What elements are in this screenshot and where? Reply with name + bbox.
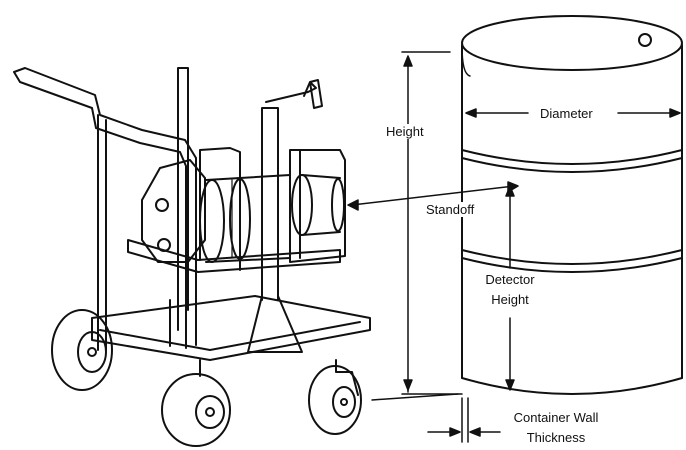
cart-deck xyxy=(91,295,371,361)
cart-support-cone xyxy=(247,295,303,353)
cart-mast xyxy=(177,67,189,331)
height-label: Height xyxy=(384,124,426,139)
detector-endplate xyxy=(141,159,206,263)
bolt-icon xyxy=(157,238,171,252)
cart-wheel-rear xyxy=(51,309,113,391)
standoff-dimension xyxy=(351,185,515,206)
detector-cart xyxy=(13,67,371,447)
cart-rear-frame xyxy=(97,114,107,351)
cart-mid-shelf xyxy=(127,239,341,273)
wall-thickness-label-line2: Thickness xyxy=(526,430,586,445)
wall-thickness-label-line1: Container Wall xyxy=(513,410,599,425)
cart-wheel-front-left xyxy=(161,359,231,447)
cart-crank xyxy=(265,79,323,109)
height-dimension xyxy=(401,51,463,395)
bolt-icon xyxy=(155,198,169,212)
drum xyxy=(461,15,683,395)
drum-bung-icon xyxy=(638,33,652,47)
cart-handle xyxy=(13,67,197,349)
detector-height-label-line2: Height xyxy=(491,292,529,307)
dimension-lines xyxy=(347,51,681,443)
diameter-label: Diameter xyxy=(538,106,595,121)
detector-height-label-line1: Detector xyxy=(478,272,542,287)
cart-wheel-front-right xyxy=(308,359,362,435)
detector-cylinder xyxy=(199,174,345,263)
standoff-label: Standoff xyxy=(424,202,477,217)
wall-thickness-dimension xyxy=(427,397,501,443)
cart-front-upright xyxy=(261,107,279,301)
